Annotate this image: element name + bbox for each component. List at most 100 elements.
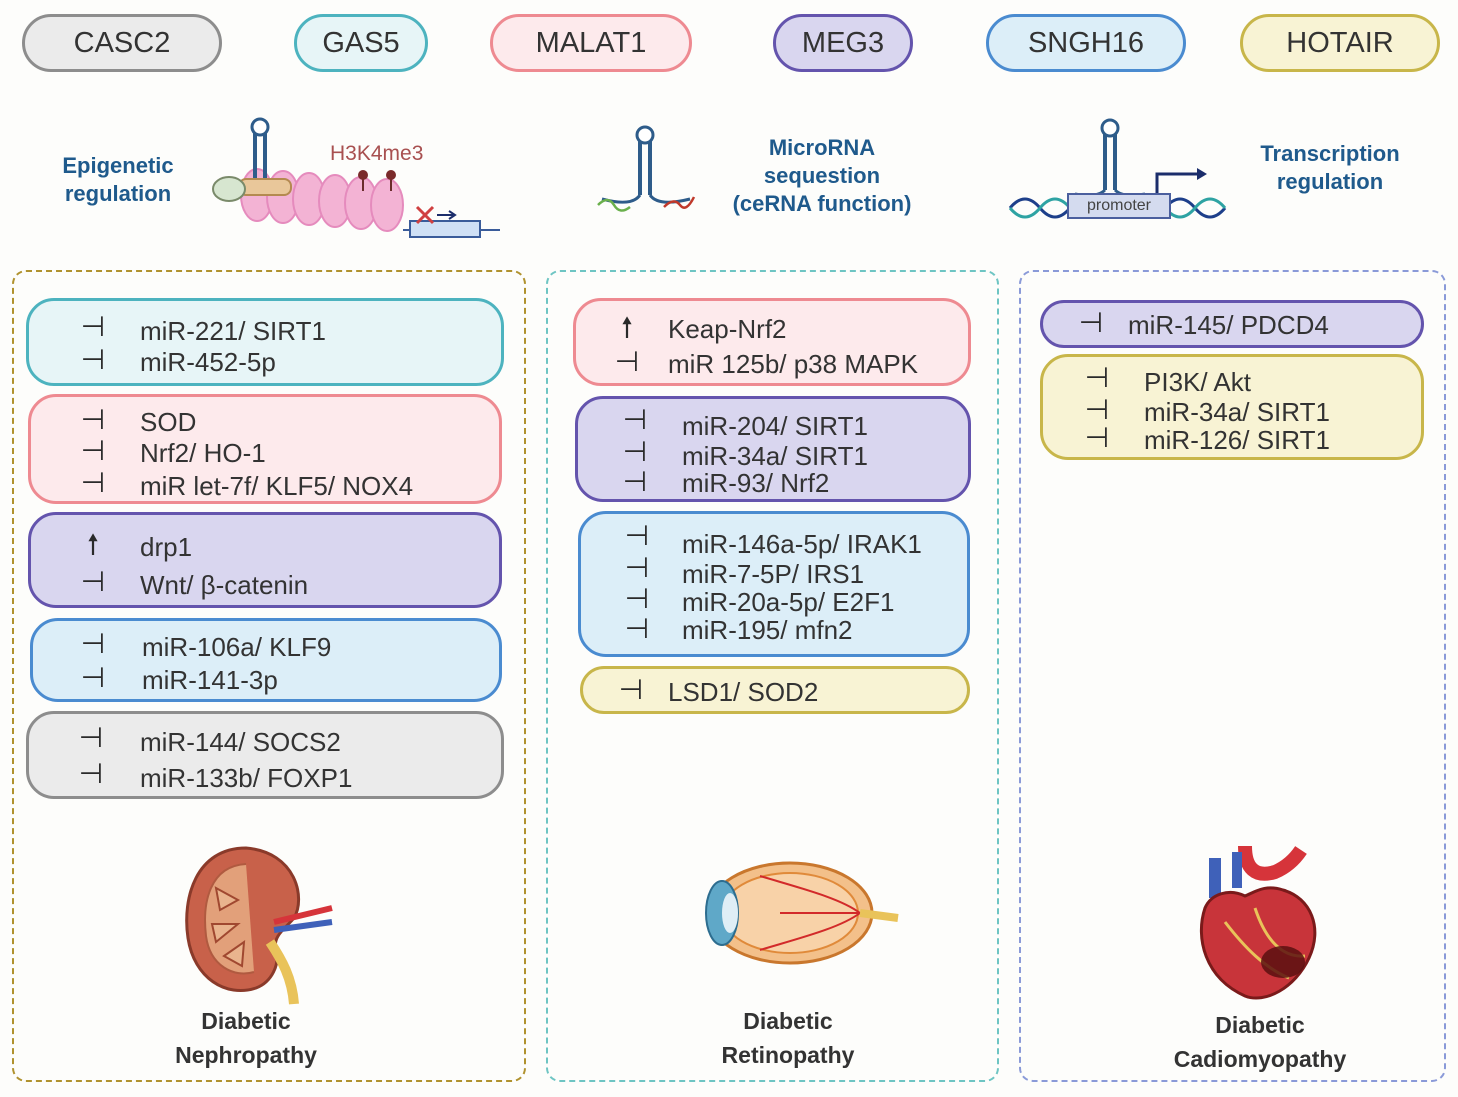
epigenetic-label-line2: regulation xyxy=(64,181,172,206)
legend-meg3: MEG3 xyxy=(773,14,913,72)
panel-retinopathy xyxy=(546,270,999,1082)
microrna-label-line3: (ceRNA function) xyxy=(732,191,912,216)
inhibit-icon: ⊣ xyxy=(80,566,106,597)
legend-casc2: CASC2 xyxy=(22,14,222,72)
box-meg3-nephropathy xyxy=(28,512,502,608)
pathway-item: Wnt/ β-catenin xyxy=(140,570,309,600)
box-gas5-nephropathy xyxy=(26,298,504,386)
inhibit-icon: ⊣ xyxy=(1078,307,1104,338)
upregulate-icon: 🠕 xyxy=(620,312,633,343)
caption-line2: Retinopathy xyxy=(721,1042,855,1068)
pathway-item: miR-141-3p xyxy=(142,665,278,695)
pathway-item: miR-34a/ SIRT1 xyxy=(1144,397,1330,427)
box-sngh16-nephropathy xyxy=(30,618,502,702)
panel-cardiomyopathy xyxy=(1019,270,1446,1082)
inhibit-icon: ⊣ xyxy=(618,674,644,705)
microrna-label-line1: MicroRNA xyxy=(768,135,876,160)
inhibit-icon: ⊣ xyxy=(80,435,106,466)
promoter-label: promoter xyxy=(1067,193,1171,219)
pathway-item: miR-7-5P/ IRS1 xyxy=(682,559,865,589)
box-hotair-cardiomyopathy xyxy=(1040,354,1424,460)
caption-nephropathy: Diabetic Nephropathy xyxy=(146,1004,346,1072)
inhibit-icon: ⊣ xyxy=(614,346,640,377)
inhibit-icon: ⊣ xyxy=(1084,394,1110,425)
legend-sngh16: SNGH16 xyxy=(986,14,1186,72)
box-meg3-cardiomyopathy xyxy=(1040,300,1424,348)
panel-nephropathy xyxy=(12,270,526,1082)
upregulate-icon: 🠕 xyxy=(86,529,99,560)
inhibit-icon: ⊣ xyxy=(624,520,650,551)
pathway-item: LSD1/ SOD2 xyxy=(668,677,819,707)
pathway-item: miR-145/ PDCD4 xyxy=(1128,310,1329,340)
pathway-item: miR-146a-5p/ IRAK1 xyxy=(682,529,922,559)
pathway-item: Keap-Nrf2 xyxy=(668,314,787,344)
microrna-label-line2: sequestion xyxy=(763,163,881,188)
eye-icon xyxy=(705,861,899,965)
chromatin-illustration xyxy=(212,117,500,238)
pathway-item: miR let-7f/ KLF5/ NOX4 xyxy=(140,471,414,501)
inhibit-icon: ⊣ xyxy=(624,613,650,644)
legend-label: MALAT1 xyxy=(535,26,647,59)
inhibit-icon: ⊣ xyxy=(78,722,104,753)
pathway-item: miR-204/ SIRT1 xyxy=(682,411,868,441)
inhibit-icon: ⊣ xyxy=(80,662,106,693)
pathway-item: miR-126/ SIRT1 xyxy=(1144,425,1330,455)
kidney-icon xyxy=(185,846,333,1005)
inhibit-icon: ⊣ xyxy=(78,758,104,789)
box-malat1-nephropathy xyxy=(28,394,502,504)
pathway-item: SOD xyxy=(140,407,197,437)
caption-line2: Nephropathy xyxy=(175,1042,317,1068)
transcription-label-line1: Transcription xyxy=(1260,141,1400,166)
transcription-label-line2: regulation xyxy=(1276,169,1384,194)
legend-malat1: MALAT1 xyxy=(490,14,692,72)
inhibit-icon: ⊣ xyxy=(80,467,106,498)
epigenetic-label: Epigenetic regulation xyxy=(48,152,188,208)
inhibit-icon: ⊣ xyxy=(80,344,106,375)
caption-cardiomyopathy: Diabetic Cadiomyopathy xyxy=(1150,1008,1370,1076)
pathway-item: miR-452-5p xyxy=(140,347,276,377)
transcription-label: Transcription regulation xyxy=(1240,140,1420,196)
caption-line1: Diabetic xyxy=(743,1008,833,1034)
pathway-item: miR-195/ mfn2 xyxy=(682,615,853,645)
inhibit-icon: ⊣ xyxy=(624,552,650,583)
box-meg3-retinopathy xyxy=(575,396,971,502)
caption-line2: Cadiomyopathy xyxy=(1173,1046,1347,1072)
legend-label: CASC2 xyxy=(73,26,171,59)
microrna-label: MicroRNA sequestion (ceRNA function) xyxy=(712,134,932,218)
inhibit-icon: ⊣ xyxy=(622,436,648,467)
caption-retinopathy: Diabetic Retinopathy xyxy=(688,1004,888,1072)
inhibit-icon: ⊣ xyxy=(80,628,106,659)
pathway-item: miR-106a/ KLF9 xyxy=(142,632,332,662)
inhibit-icon: ⊣ xyxy=(1084,362,1110,393)
legend-label: MEG3 xyxy=(801,26,885,59)
legend-label: HOTAIR xyxy=(1286,26,1394,59)
pathway-item: miR-20a-5p/ E2F1 xyxy=(682,587,895,617)
pathway-item: PI3K/ Akt xyxy=(1144,367,1251,397)
box-malat1-retinopathy xyxy=(573,298,971,386)
mirna-sponge-illustration xyxy=(597,125,696,212)
pathway-item: Nrf2/ HO-1 xyxy=(140,438,266,468)
inhibit-icon: ⊣ xyxy=(1084,422,1110,453)
legend-label: GAS5 xyxy=(322,26,400,59)
caption-line1: Diabetic xyxy=(1215,1012,1305,1038)
legend-hotair: HOTAIR xyxy=(1240,14,1440,72)
inhibit-icon: ⊣ xyxy=(624,583,650,614)
pathway-item: miR-93/ Nrf2 xyxy=(682,468,830,498)
heart-icon xyxy=(1199,845,1317,1000)
box-casc2-nephropathy xyxy=(26,711,504,799)
inhibit-icon: ⊣ xyxy=(80,311,106,342)
pathway-item: miR-221/ SIRT1 xyxy=(140,316,326,346)
caption-line1: Diabetic xyxy=(201,1008,291,1034)
pathway-item: miR-144/ SOCS2 xyxy=(140,727,341,757)
inhibit-icon: ⊣ xyxy=(622,466,648,497)
box-sngh16-retinopathy xyxy=(578,511,970,657)
epigenetic-label-line1: Epigenetic xyxy=(62,153,174,178)
inhibit-icon: ⊣ xyxy=(622,404,648,435)
pathway-item: miR 125b/ p38 MAPK xyxy=(668,349,919,379)
pathway-item: miR-133b/ FOXP1 xyxy=(140,763,353,793)
h3k4me3-label: H3K4me3 xyxy=(330,142,424,165)
box-hotair-retinopathy xyxy=(580,666,970,714)
pathway-item: drp1 xyxy=(140,532,193,562)
legend-label: SNGH16 xyxy=(1027,26,1145,59)
inhibit-icon: ⊣ xyxy=(80,404,106,435)
